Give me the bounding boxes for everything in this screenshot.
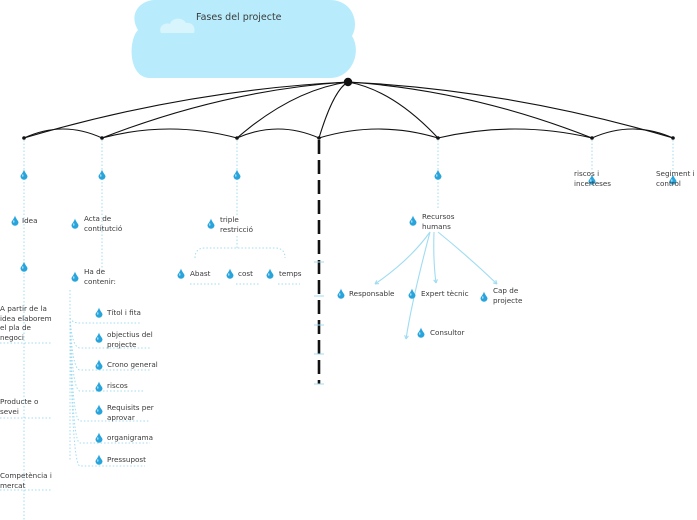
node-cost: cost: [238, 269, 253, 278]
node-abast: Abast: [190, 269, 211, 278]
node-organigrama: organigrama: [107, 433, 154, 442]
node-acta-constitucio: Acta de contitutció: [84, 214, 123, 233]
water-drop-icon: [408, 288, 416, 299]
canopy-arc: [236, 128, 320, 139]
water-drop-icon: [266, 268, 274, 279]
node-triple-restriccio: triple restricció: [220, 215, 254, 234]
water-drop-icon: [20, 169, 28, 180]
node-recursos-humans: Recursos humans: [422, 212, 455, 231]
rib-tip: [22, 136, 26, 140]
water-drop-icon: [71, 271, 79, 282]
canopy-arc: [101, 128, 238, 139]
canopy-arc: [437, 128, 593, 139]
rib-line: [23, 81, 349, 139]
node-objectius: objectius del projecte: [107, 330, 153, 349]
cloud-icon: [160, 18, 195, 33]
node-temps: temps: [279, 269, 302, 278]
node-titol-fita: Títol i fita: [107, 308, 141, 317]
water-drop-icon: [95, 404, 103, 415]
node-cap-projecte: Cap de projecte: [493, 286, 523, 305]
rib-line: [347, 81, 593, 139]
rib-line: [236, 81, 349, 139]
diagram-title: Fases del projecte: [196, 12, 282, 23]
node-expert-tecnic: Expert tècnic: [421, 289, 469, 298]
water-drop-icon: [207, 218, 215, 229]
node-pressupost: Pressupost: [107, 455, 146, 464]
dotted-connector: [69, 317, 145, 467]
water-drop-icon: [20, 261, 28, 272]
water-drop-icon: [434, 169, 442, 180]
water-drop-icon: [588, 174, 596, 185]
dotted-connector: [69, 317, 140, 324]
node-riscos-acta: riscos: [107, 381, 128, 390]
rib-tip: [671, 136, 675, 140]
water-drop-icon: [480, 291, 488, 302]
water-drop-icon: [417, 327, 425, 338]
water-drop-icon: [669, 174, 677, 185]
water-drop-icon: [95, 454, 103, 465]
node-idea-pla-negoci: A partir de la idea elaborem el pla de n…: [0, 304, 52, 342]
rib-tip: [590, 136, 594, 140]
arrow-line: [437, 231, 498, 285]
water-drop-icon: [95, 381, 103, 392]
node-crono-general: Crono general: [107, 360, 158, 369]
arrowhead: [374, 280, 380, 285]
canopy-arc: [318, 128, 439, 139]
rib-tip: [436, 136, 440, 140]
water-drop-icon: [71, 218, 79, 229]
rib-line: [318, 81, 349, 139]
node-idea: Idea: [22, 216, 38, 225]
dotted-connector: [194, 247, 286, 259]
node-riscos-incerteses: riscos i incerteses: [574, 169, 612, 188]
water-drop-icon: [11, 215, 19, 226]
arrowhead: [492, 280, 498, 285]
title-cloud-shape: [131, 0, 356, 78]
rib-line: [347, 81, 674, 139]
water-drop-icon: [337, 288, 345, 299]
canopy-arc: [23, 128, 103, 139]
rib-line: [347, 81, 439, 139]
water-drop-icon: [95, 307, 103, 318]
node-responsable: Responsable: [349, 289, 395, 298]
arrowhead: [404, 335, 409, 340]
water-drop-icon: [226, 268, 234, 279]
water-drop-icon: [95, 332, 103, 343]
umbrella-hub: [343, 77, 353, 87]
water-drop-icon: [233, 169, 241, 180]
water-drop-icon: [177, 268, 185, 279]
node-competencia-mercat: Competència i mercat: [0, 471, 52, 490]
node-consultor: Consultor: [430, 328, 465, 337]
water-drop-icon: [98, 169, 106, 180]
arrow-line: [405, 231, 431, 340]
rib-tip: [100, 136, 104, 140]
dotted-connector: [69, 317, 150, 422]
arrowhead: [433, 279, 438, 284]
rib-tip: [317, 136, 321, 140]
node-seguiment-control: Segiment i control: [656, 169, 695, 188]
rib-line: [101, 81, 349, 139]
arrow-line: [374, 231, 431, 285]
node-requisits: Requisits per aprovar: [107, 403, 154, 422]
node-producte-servei: Producte o sevei: [0, 397, 39, 416]
canopy-arc: [591, 128, 674, 139]
water-drop-icon: [95, 359, 103, 370]
rib-tip: [235, 136, 239, 140]
arrow-line: [433, 231, 437, 284]
water-drop-icon: [409, 215, 417, 226]
node-ha-de-contenir: Ha de contenir:: [84, 267, 116, 286]
water-drop-icon: [95, 432, 103, 443]
